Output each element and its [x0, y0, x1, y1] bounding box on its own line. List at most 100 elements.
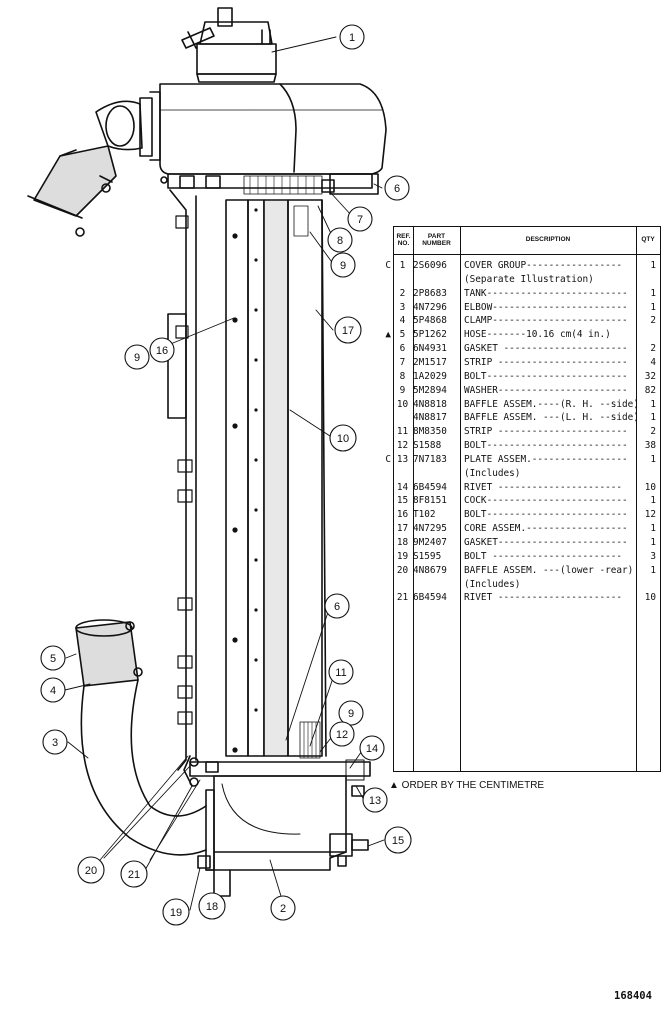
- svg-text:8: 8: [337, 235, 343, 247]
- column-divider: [460, 227, 461, 771]
- part-number: S1595: [413, 550, 442, 562]
- part-number: 4N8818: [413, 398, 447, 410]
- core-assembly: [225, 199, 327, 759]
- quantity: 1: [650, 564, 656, 576]
- description: STRIP -----------------------: [464, 356, 628, 368]
- callout-17: 17: [334, 316, 362, 344]
- description: (Includes): [464, 467, 521, 479]
- quantity: 2: [650, 315, 656, 327]
- callout-5: 5: [40, 645, 66, 671]
- part-number: 7N7183: [413, 453, 447, 465]
- svg-text:14: 14: [366, 743, 378, 755]
- ref-number: 21: [396, 592, 409, 604]
- ref-number: 14: [396, 481, 409, 493]
- ref-number: 5: [399, 329, 406, 341]
- callout-9-left: 9: [124, 344, 150, 370]
- description: BOLT-------------------------: [464, 440, 628, 452]
- left-side-rail: [167, 189, 197, 771]
- ref-number: 17: [396, 523, 409, 535]
- description: (Separate Illustration): [464, 273, 594, 285]
- callout-19: 19: [162, 898, 190, 926]
- part-number: T102: [413, 509, 436, 521]
- ref-number: 9: [399, 384, 406, 396]
- description: BAFFLE ASSEM. ---(L. H. --side): [464, 412, 639, 424]
- quantity: 82: [644, 384, 656, 396]
- description: HOSE-------10.16 cm(4 in.): [464, 329, 611, 341]
- callout-13: 13: [362, 787, 388, 813]
- part-number: 4N7296: [413, 301, 447, 313]
- svg-text:7: 7: [357, 214, 363, 226]
- drain-cock: [329, 833, 369, 867]
- ref-number: 1: [399, 260, 406, 271]
- header-description: DESCRIPTION: [525, 236, 571, 244]
- quantity: 2: [650, 426, 656, 438]
- description: CORE ASSEM.------------------: [464, 523, 628, 535]
- column-divider: [636, 227, 637, 771]
- callout-14: 14: [359, 735, 385, 761]
- description: BOLT-------------------------: [464, 509, 628, 521]
- table-header: REF. NO. PART NUMBER DESCRIPTION QTY: [394, 227, 660, 255]
- callout-6-top: 6: [384, 175, 410, 201]
- ref-number: 8: [399, 370, 406, 382]
- quantity: 1: [650, 301, 656, 313]
- svg-text:16: 16: [156, 345, 168, 357]
- description: GASKET ----------------------: [464, 343, 628, 355]
- part-number: 6N4931: [413, 343, 447, 355]
- quantity: 1: [650, 453, 656, 465]
- callout-11: 11: [328, 659, 354, 685]
- svg-text:19: 19: [170, 907, 182, 919]
- part-number: 4N8679: [413, 564, 447, 576]
- callout-12: 12: [329, 721, 355, 747]
- callout-6-bottom: 6: [324, 593, 350, 619]
- svg-text:9: 9: [348, 708, 354, 720]
- ref-number: 10: [396, 398, 409, 410]
- svg-text:13: 13: [369, 795, 381, 807]
- svg-text:20: 20: [85, 865, 97, 877]
- description: CLAMP------------------------: [464, 315, 628, 327]
- description: BOLT -----------------------: [464, 550, 623, 562]
- header-part-number: PART NUMBER: [422, 232, 451, 247]
- description: BAFFLE ASSEM. ---(lower -rear): [464, 564, 634, 576]
- quantity: 1: [650, 260, 656, 271]
- quantity: 4: [650, 356, 656, 368]
- svg-text:17: 17: [342, 325, 354, 337]
- part-number: S1588: [413, 440, 442, 452]
- quantity: 2: [650, 343, 656, 355]
- ref-number: 4: [399, 315, 406, 327]
- svg-text:4: 4: [50, 685, 56, 697]
- callout-8: 8: [327, 227, 353, 253]
- quantity: 10: [644, 481, 656, 493]
- part-number: 4N7295: [413, 523, 447, 535]
- description: BAFFLE ASSEM.----(R. H. --side): [464, 398, 639, 410]
- table-row: (Includes): [394, 579, 660, 593]
- svg-text:9: 9: [340, 260, 346, 272]
- svg-text:10: 10: [337, 433, 349, 445]
- quantity: 1: [650, 398, 656, 410]
- callouts: 1 6 7 8 9 17 16 9 10 6 5 11 4 9 12 3 14 …: [40, 24, 412, 926]
- description: RIVET ----------------------: [464, 481, 623, 493]
- svg-text:2: 2: [280, 903, 286, 915]
- callout-20: 20: [77, 856, 105, 884]
- callout-9-top: 9: [330, 252, 356, 278]
- ref-number: 15: [396, 495, 409, 507]
- svg-text:15: 15: [392, 835, 404, 847]
- description: TANK-------------------------: [464, 287, 628, 299]
- part-number: 8M8350: [413, 426, 447, 438]
- ref-number: 2: [399, 287, 406, 299]
- svg-text:1: 1: [349, 32, 355, 44]
